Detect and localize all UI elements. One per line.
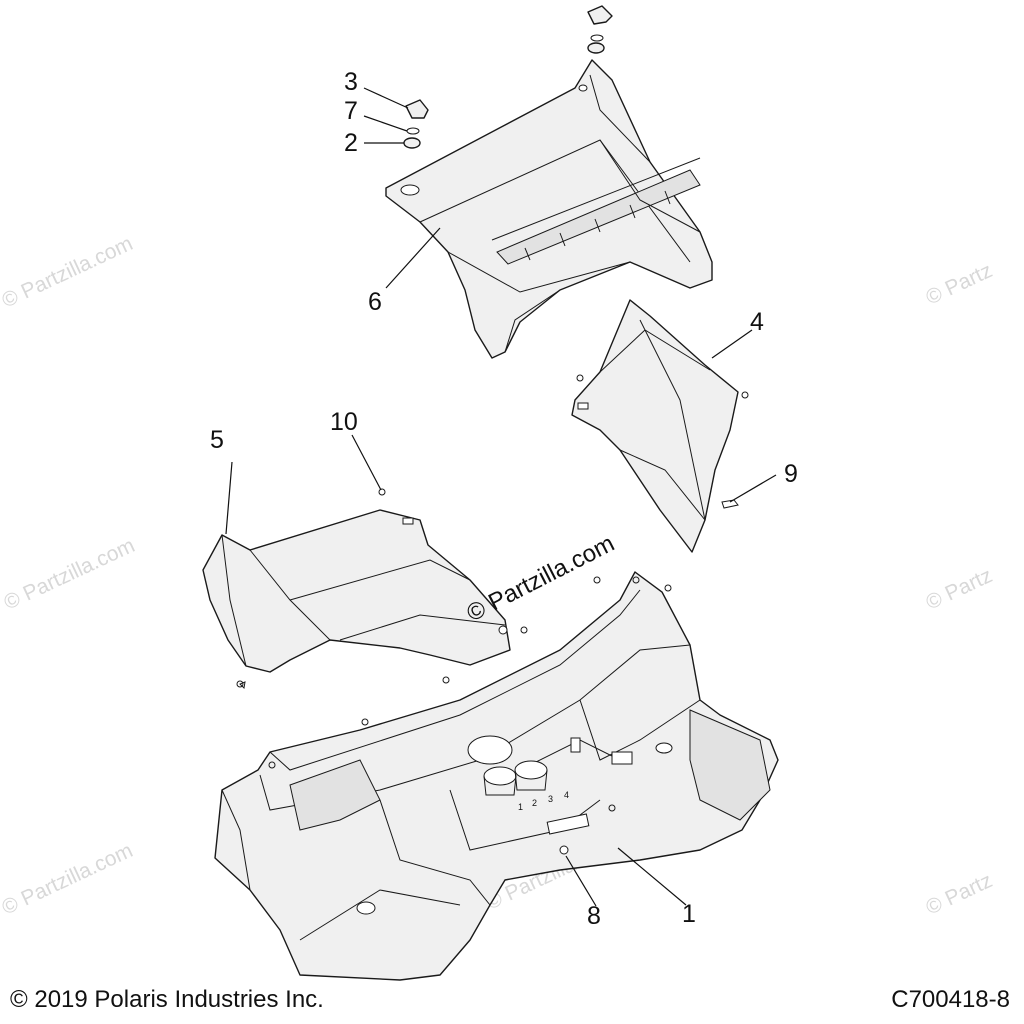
cupholder-numbers: 1 2 3 4 xyxy=(518,790,569,812)
callout-5: 5 xyxy=(210,426,224,454)
cup-number-2: 2 xyxy=(532,798,537,808)
watermark: © Partzilla.com xyxy=(0,534,138,615)
watermark-center: © Partzilla.com xyxy=(462,530,618,627)
part-5-left-side-panel xyxy=(202,488,511,688)
fasteners xyxy=(239,576,672,855)
callout-6: 6 xyxy=(368,288,382,316)
part-6-upper-dash-cover xyxy=(385,59,713,359)
callout-3: 3 xyxy=(344,68,358,96)
callout-7: 8 xyxy=(587,902,601,930)
part-1-dash-base: 1 2 3 4 xyxy=(214,571,779,981)
callout-10: 10 xyxy=(330,408,358,436)
callout-8: 7 xyxy=(344,97,358,125)
callout-1: 1 xyxy=(682,900,696,928)
cupholders xyxy=(483,760,548,796)
callout-9: 9 xyxy=(784,460,798,488)
cup-number-4: 4 xyxy=(564,790,569,800)
hardware-stack-left xyxy=(403,99,429,149)
cup-number-3: 3 xyxy=(548,794,553,804)
callouts: 3 7 2 6 4 10 5 9 8 1 xyxy=(210,68,798,930)
callout-4: 4 xyxy=(750,308,764,336)
part-4-right-side-panel xyxy=(571,299,749,553)
watermark-short: © Partz xyxy=(922,869,995,920)
watermark: © Partzilla.com xyxy=(0,232,136,313)
cup-number-1: 1 xyxy=(518,802,523,812)
drawing-number: C700418-8 xyxy=(891,986,1010,1013)
watermark: © Partzilla.com xyxy=(0,839,136,920)
watermark-short: © Partz xyxy=(922,564,995,615)
hardware-stack-right xyxy=(587,5,613,54)
watermark-short: © Partz xyxy=(922,259,995,310)
copyright-notice: © 2019 Polaris Industries Inc. xyxy=(10,986,324,1013)
leader-lines xyxy=(225,87,777,907)
callout-2: 2 xyxy=(344,129,358,157)
